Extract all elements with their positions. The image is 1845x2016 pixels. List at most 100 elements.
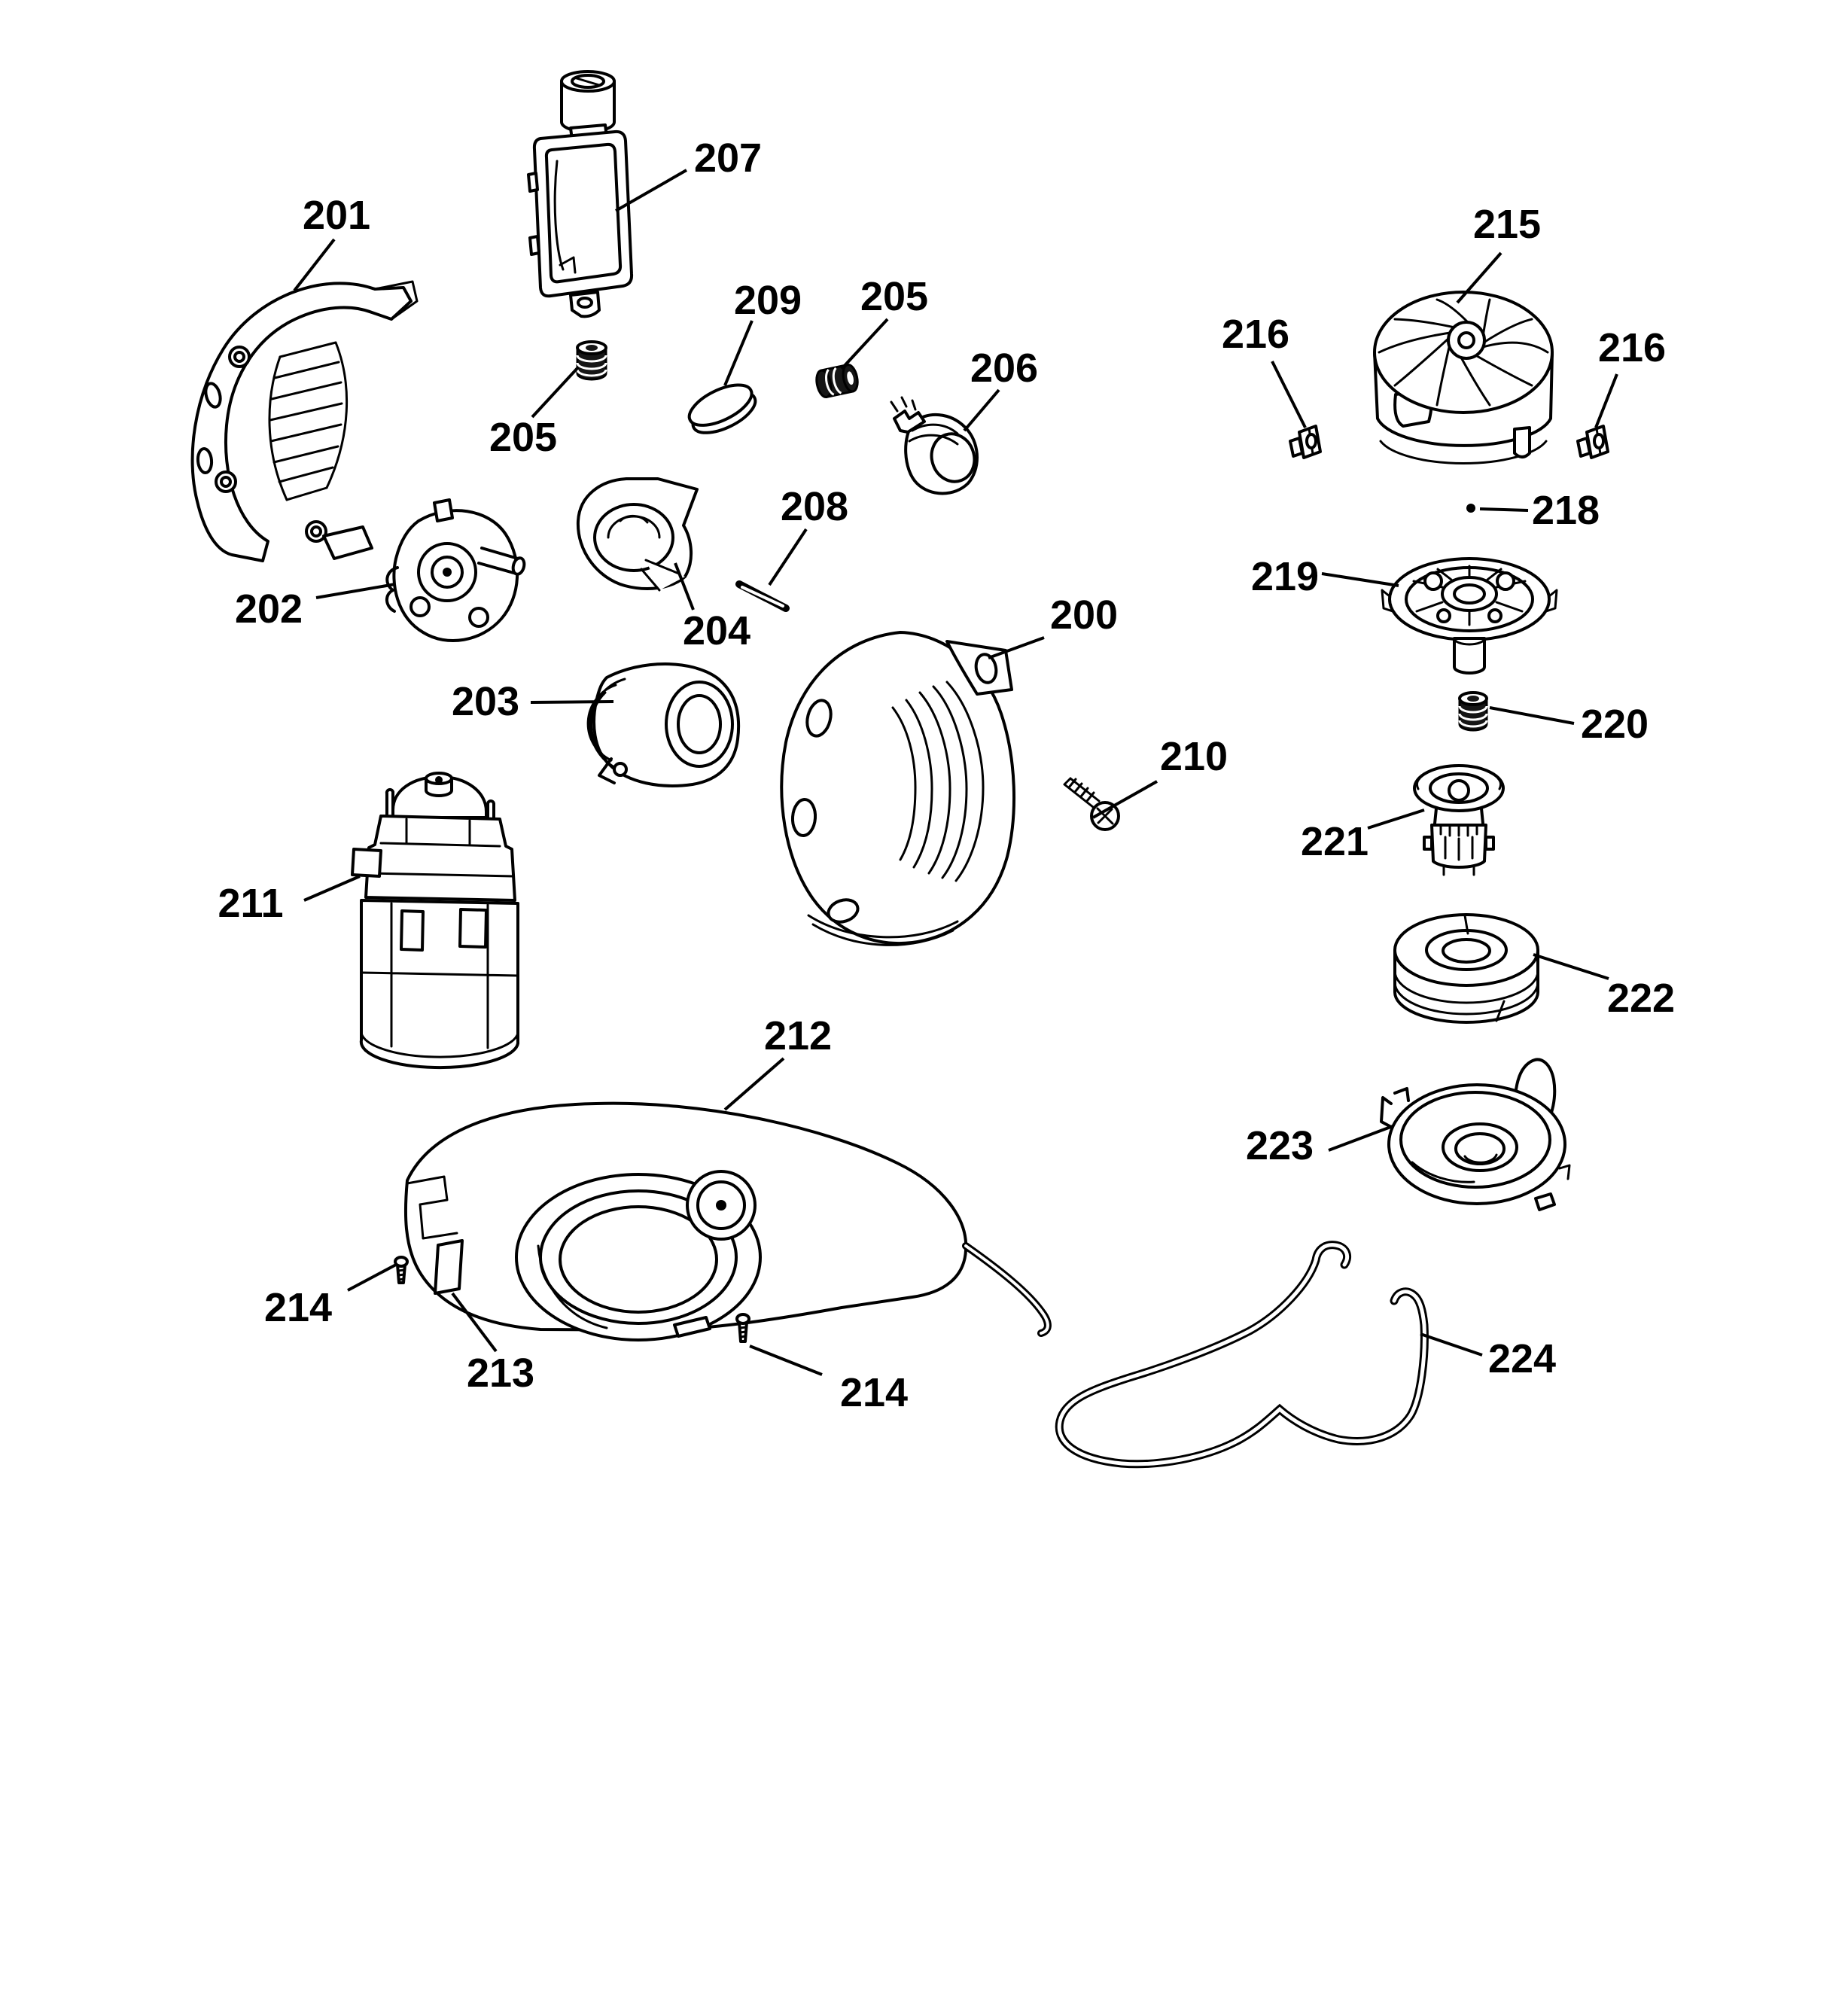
part-label-208-leader [768,528,808,586]
part-label-211-leader [303,875,361,902]
part-label-224-text: 224 [1488,1336,1556,1381]
part-205-isolator-left [576,340,607,381]
part-label-218: 218 [1479,488,1600,533]
part-label-213-leader [451,1292,498,1353]
part-label-222-text: 222 [1607,976,1675,1021]
fan-blades [1378,298,1549,407]
part-label-207: 207 [615,136,762,212]
part-label-200: 200 [988,592,1118,659]
part-label-211-text: 211 [218,881,283,926]
part-label-222: 222 [1533,953,1675,1021]
part-label-205-right: 205 [840,274,928,370]
part-206-switch [890,396,979,495]
part-label-200-leader [988,636,1045,659]
part-203-bearing-collar [586,662,741,787]
part-label-208-text: 208 [781,484,848,529]
part-200-motor-housing [780,631,1016,946]
part-label-214-left: 214 [264,1263,397,1330]
part-label-223-text: 223 [1246,1123,1314,1168]
part-210-screw [1063,777,1120,831]
part-label-213-text: 213 [467,1351,534,1396]
part-label-219-text: 219 [1251,554,1319,599]
part-label-214-bottom: 214 [749,1345,908,1415]
part-label-205-left-text: 205 [489,415,557,460]
part-label-216-left-text: 216 [1222,312,1289,357]
part-label-202: 202 [235,583,396,632]
part-218-set-screw [1466,504,1475,513]
part-label-211: 211 [218,875,361,926]
housing-vent-slats [891,681,985,882]
part-label-201-text: 201 [303,193,370,238]
part-label-215: 215 [1456,202,1541,304]
part-label-208: 208 [768,484,848,586]
part-label-224-leader [1420,1332,1483,1357]
part-label-206-leader [963,388,1000,432]
part-label-215-leader [1456,251,1502,304]
part-216-clip-right [1576,425,1609,459]
part-212-guard [403,1101,1052,1341]
part-label-201: 201 [293,193,370,292]
part-label-219-leader [1321,572,1399,587]
part-label-209-text: 209 [734,278,802,323]
part-label-206-text: 206 [970,346,1038,391]
part-label-203-text: 203 [452,679,519,724]
part-205-isolator-right [815,364,859,398]
part-label-205-right-text: 205 [860,274,928,319]
part-label-216-left: 216 [1222,312,1307,428]
part-label-207-leader [615,169,687,212]
part-label-216-right-leader [1594,373,1618,428]
part-label-214-bottom-text: 214 [840,1370,908,1415]
part-label-220-leader [1489,706,1575,725]
part-label-223-leader [1328,1125,1393,1152]
part-label-200-text: 200 [1050,592,1118,638]
part-label-204-text: 204 [683,608,750,653]
part-204-collar-cup [576,477,699,592]
part-202-gearbox [385,498,526,642]
part-label-214-left-leader [347,1263,397,1292]
part-label-205-left: 205 [489,366,580,460]
part-label-218-text: 218 [1532,488,1600,533]
part-label-212-text: 212 [764,1013,832,1058]
part-label-221: 221 [1301,809,1425,864]
part-211-motor [351,772,519,1070]
part-label-205-right-leader [840,318,889,370]
part-label-221-leader [1367,809,1425,830]
part-label-224: 224 [1420,1332,1556,1381]
part-label-216-left-leader [1271,361,1307,428]
part-label-219: 219 [1251,554,1399,599]
part-label-209: 209 [723,278,802,386]
part-label-216-right-text: 216 [1598,325,1666,370]
part-223-spool-cap [1380,1058,1571,1211]
part-220-spring [1458,691,1488,732]
part-214-screw-left [394,1256,409,1284]
part-216-clip-left [1289,425,1322,459]
part-201-motor-housing-half [190,280,419,562]
part-label-221-text: 221 [1301,819,1369,864]
part-label-207-text: 207 [694,136,762,181]
part-label-206: 206 [963,346,1038,432]
labels-layer: 200 201 202 203 204 205 205 206 207 208 209 210 211 2… [218,136,1675,1415]
part-label-210-leader [1092,780,1158,819]
part-label-202-leader [315,583,396,599]
part-label-214-left-text: 214 [264,1285,332,1330]
part-label-214-bottom-leader [749,1345,823,1376]
part-label-223: 223 [1246,1123,1393,1168]
part-label-210-text: 210 [1160,734,1228,779]
part-208-pin [735,580,790,612]
part-label-215-text: 215 [1473,202,1541,247]
part-label-210: 210 [1092,734,1228,819]
part-label-220: 220 [1489,702,1649,747]
part-label-204: 204 [674,562,750,653]
part-label-218-leader [1479,507,1529,512]
part-221-bump-knob [1413,764,1505,876]
part-label-222-leader [1533,953,1609,980]
part-label-213: 213 [451,1292,534,1396]
part-label-212-leader [723,1057,785,1111]
part-label-202-text: 202 [235,586,303,632]
part-label-203: 203 [452,679,614,724]
part-label-209-leader [723,320,754,386]
part-219-hub [1381,557,1558,675]
part-213-label-sticker [434,1239,464,1295]
part-222-spool [1393,913,1539,1024]
